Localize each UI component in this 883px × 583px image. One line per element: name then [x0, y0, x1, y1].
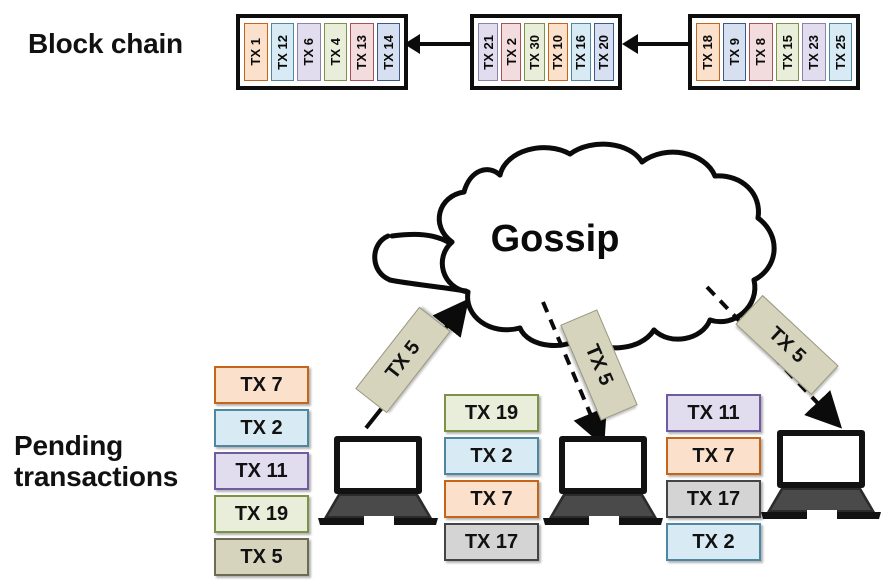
block-tx-slot: TX 14 [376, 23, 400, 81]
pending-tx-label: TX 11 [687, 401, 740, 424]
block-tx-slot: TX 9 [722, 23, 746, 81]
pending-transactions-label: Pending transactions [14, 430, 229, 493]
pending-tx-label: TX 19 [464, 401, 519, 424]
pending-tx-label: TX 2 [470, 444, 513, 467]
laptop-icon-right[interactable] [761, 424, 881, 522]
pending-label-line2: transactions [14, 461, 179, 493]
block-tx-slot: TX 21 [478, 23, 499, 81]
laptop-icon-right-glyph [761, 430, 881, 519]
pending-tx-label: TX 7 [470, 487, 513, 510]
gossip-label: Gossip [490, 218, 620, 260]
gossip-cloud: Gossip [330, 140, 780, 355]
pending-tx-card[interactable]: TX 17 [666, 480, 761, 518]
pending-tx-label: TX 19 [234, 502, 289, 525]
block-tx-slot: TX 25 [828, 23, 852, 81]
pending-tx-label: TX 7 [692, 444, 735, 467]
tx5-tag-middle-label: TX 5 [581, 341, 618, 389]
block-tx-slot: TX 1 [244, 23, 268, 81]
chain-arrow-2 [622, 34, 692, 54]
laptop-icon-left-glyph [318, 436, 438, 525]
pending-tx-label: TX 17 [464, 530, 519, 553]
block-tx-slot: TX 2 [501, 23, 522, 81]
pending-tx-card[interactable]: TX 7 [444, 480, 539, 518]
chain-arrow-2-head [622, 34, 638, 54]
gossip-arrow-deliver-middle [541, 301, 607, 447]
pending-tx-label: TX 5 [240, 545, 283, 568]
gossip-arrow-deliver-right [705, 285, 843, 429]
pending-label-line1: Pending [14, 430, 124, 461]
block-tx-slot: TX 23 [802, 23, 826, 81]
chain-arrow-1 [404, 34, 474, 54]
chain-arrow-1-shaft [414, 42, 474, 46]
block-tx-slot: TX 20 [593, 23, 615, 81]
pending-tx-card[interactable]: TX 11 [214, 452, 309, 490]
block-tx-slot: TX 16 [570, 23, 591, 81]
pending-tx-card[interactable]: TX 7 [214, 366, 309, 404]
block-tx-slot: TX 12 [270, 23, 294, 81]
pending-tx-card[interactable]: TX 19 [444, 394, 539, 432]
pending-tx-card[interactable]: TX 17 [444, 523, 539, 561]
block-tx-slot: TX 13 [350, 23, 374, 81]
laptop-icon-left[interactable] [318, 430, 438, 528]
block-tx-slot: TX 6 [297, 23, 321, 81]
block-tx-slot: TX 8 [749, 23, 773, 81]
block-tx-slot: TX 30 [524, 23, 545, 81]
pending-tx-label: TX 11 [235, 459, 288, 482]
chain-arrow-1-head [404, 34, 420, 54]
laptop-icon-middle[interactable] [543, 430, 663, 528]
chain-arrow-2-shaft [632, 42, 692, 46]
pending-tx-label: TX 2 [240, 416, 283, 439]
pending-tx-label: TX 7 [240, 373, 283, 396]
pending-tx-card[interactable]: TX 11 [666, 394, 761, 432]
pending-tx-label: TX 17 [686, 487, 741, 510]
block-tx-slot: TX 18 [696, 23, 720, 81]
pending-tx-card[interactable]: TX 7 [666, 437, 761, 475]
pending-tx-card[interactable]: TX 19 [214, 495, 309, 533]
pending-tx-card[interactable]: TX 2 [444, 437, 539, 475]
pending-tx-label: TX 2 [692, 530, 735, 553]
block-tx-slot: TX 4 [323, 23, 347, 81]
blockchain-label: Block chain [28, 28, 183, 59]
block-tx-slot: TX 10 [547, 23, 568, 81]
pending-tx-card[interactable]: TX 2 [214, 409, 309, 447]
block-tx-slot: TX 15 [775, 23, 799, 81]
pending-tx-card[interactable]: TX 2 [666, 523, 761, 561]
laptop-icon-middle-glyph [543, 436, 663, 525]
pending-tx-card[interactable]: TX 5 [214, 538, 309, 576]
